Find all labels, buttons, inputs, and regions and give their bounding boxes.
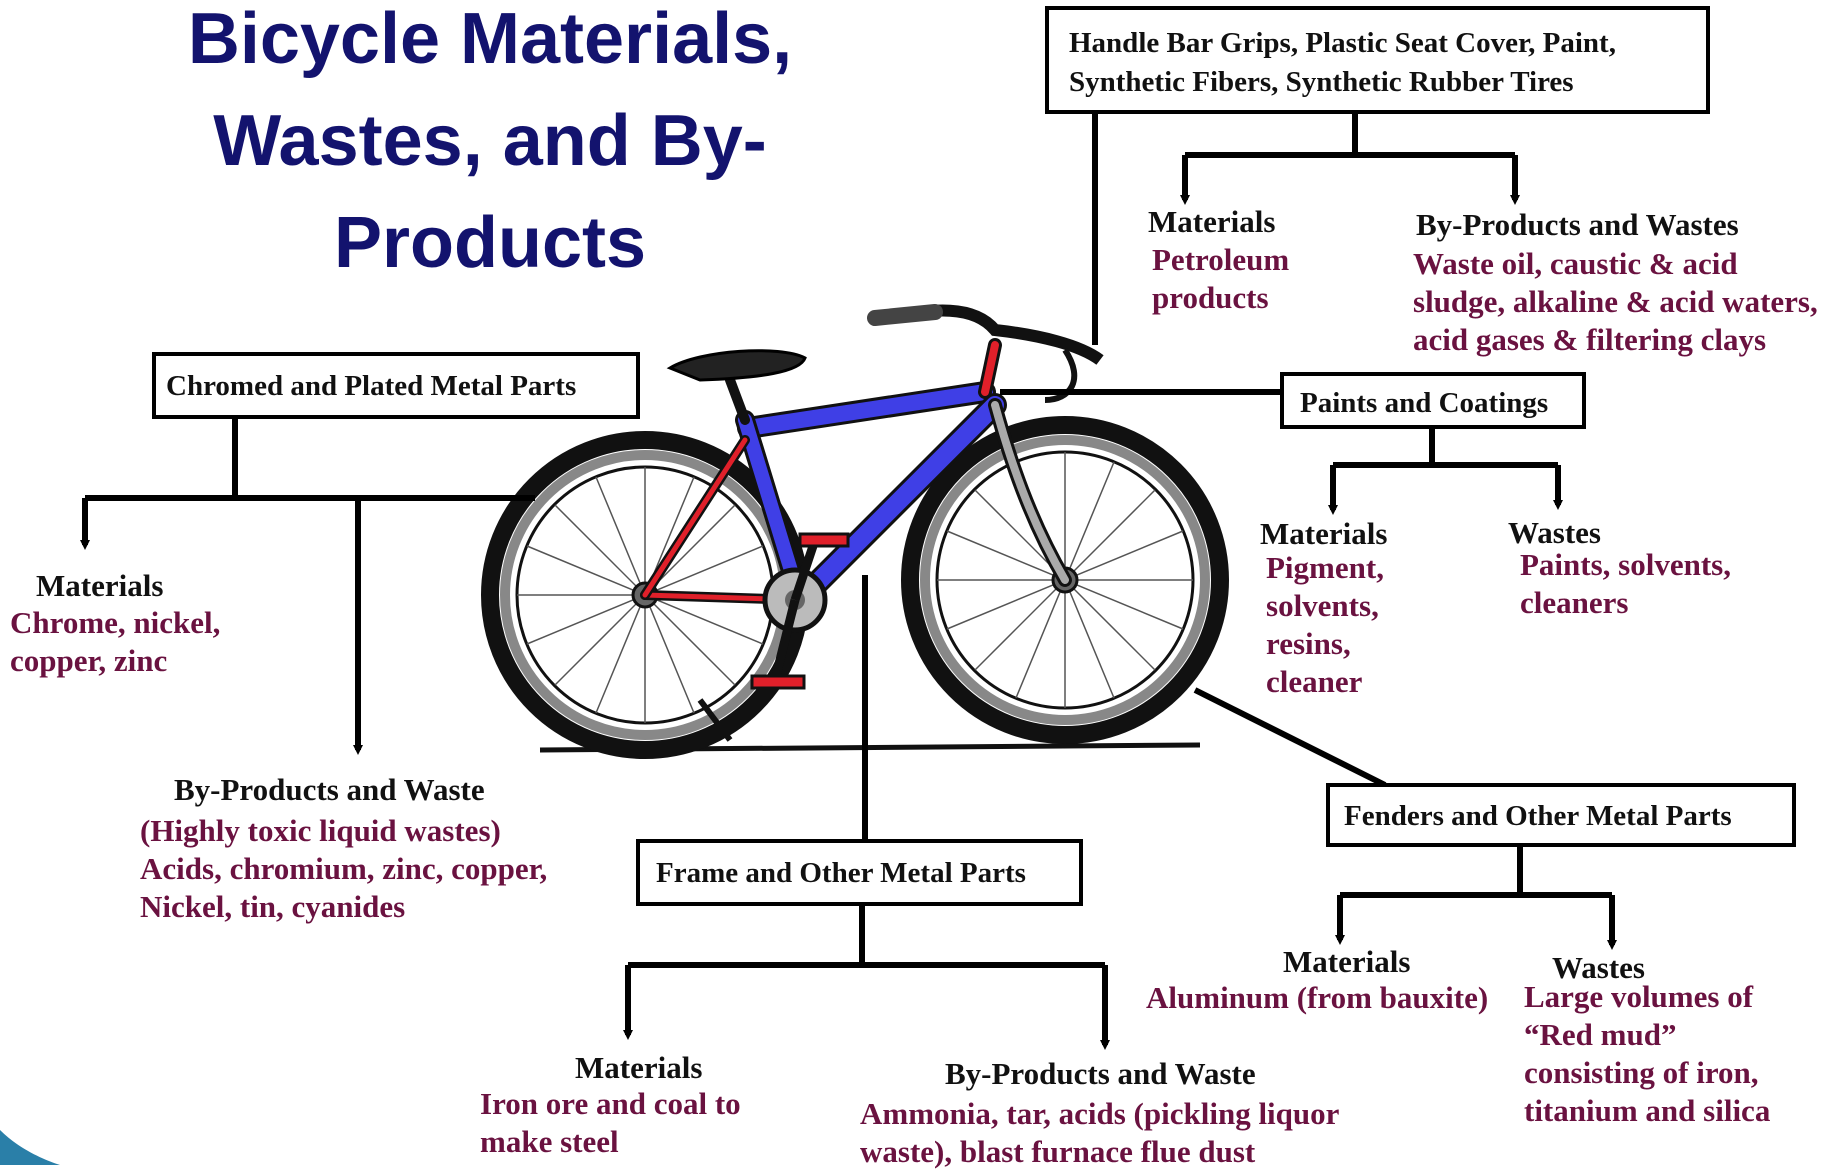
frame-materials-text: Iron ore and coal to make steel bbox=[480, 1086, 741, 1159]
handlebar-byproducts-heading: By-Products and Wastes bbox=[1416, 207, 1739, 242]
frame-byproducts-heading: By-Products and Waste bbox=[945, 1056, 1256, 1091]
paints-wastes-text: Paints, solvents, cleaners bbox=[1520, 547, 1731, 620]
page-title: Bicycle Materials, Wastes, and By-Produc… bbox=[187, 0, 793, 283]
fenders-wastes-text: Large volumes of “Red mud” consisting of… bbox=[1524, 979, 1771, 1128]
chromed-materials-heading: Materials bbox=[36, 568, 164, 603]
paints-wastes-heading: Wastes bbox=[1508, 515, 1601, 550]
fenders-category-box: Fenders and Other Metal Parts bbox=[1326, 783, 1796, 847]
handlebar-category-label: Handle Bar Grips, Plastic Seat Cover, Pa… bbox=[1069, 27, 1616, 98]
crankset bbox=[697, 532, 850, 742]
chromed-category-box: Chromed and Plated Metal Parts bbox=[152, 352, 640, 419]
handlebar-category-box: Handle Bar Grips, Plastic Seat Cover, Pa… bbox=[1045, 6, 1710, 114]
paints-category-box: Paints and Coatings bbox=[1280, 372, 1586, 429]
chromed-byproducts-text: (Highly toxic liquid wastes) Acids, chro… bbox=[140, 813, 548, 924]
handlebar-connectors bbox=[1092, 110, 1520, 345]
fenders-wastes-heading: Wastes bbox=[1552, 950, 1645, 985]
paints-category-label: Paints and Coatings bbox=[1300, 387, 1549, 419]
handlebar-materials-text: Petroleum products bbox=[1152, 242, 1290, 315]
bike-seat bbox=[666, 349, 807, 382]
paints-connectors bbox=[1000, 389, 1563, 515]
chromed-byproducts-heading: By-Products and Waste bbox=[174, 772, 485, 807]
frame-connectors bbox=[623, 575, 1110, 1050]
frame-category-box: Frame and Other Metal Parts bbox=[636, 839, 1083, 906]
bicycle-illustration bbox=[481, 304, 1229, 759]
chromed-category-label: Chromed and Plated Metal Parts bbox=[166, 370, 577, 402]
corner-swoosh bbox=[0, 1130, 60, 1165]
fenders-category-label: Fenders and Other Metal Parts bbox=[1344, 800, 1732, 832]
handlebar-byproducts-text: Waste oil, caustic & acid sludge, alkali… bbox=[1413, 246, 1818, 357]
chromed-materials-text: Chrome, nickel, copper, zinc bbox=[10, 605, 221, 678]
chromed-connectors bbox=[80, 416, 535, 755]
fenders-materials-text: Aluminum (from bauxite) bbox=[1146, 980, 1489, 1015]
frame-materials-heading: Materials bbox=[575, 1050, 703, 1085]
fenders-connectors bbox=[1193, 687, 1617, 950]
frame-byproducts-text: Ammonia, tar, acids (pickling liquor was… bbox=[860, 1096, 1340, 1169]
fenders-materials-heading: Materials bbox=[1283, 944, 1411, 979]
paints-materials-text: Pigment, solvents, resins, cleaner bbox=[1266, 550, 1384, 699]
handlebar-materials-heading: Materials bbox=[1148, 204, 1276, 239]
paints-materials-heading: Materials bbox=[1260, 516, 1388, 551]
frame-category-label: Frame and Other Metal Parts bbox=[656, 857, 1026, 889]
